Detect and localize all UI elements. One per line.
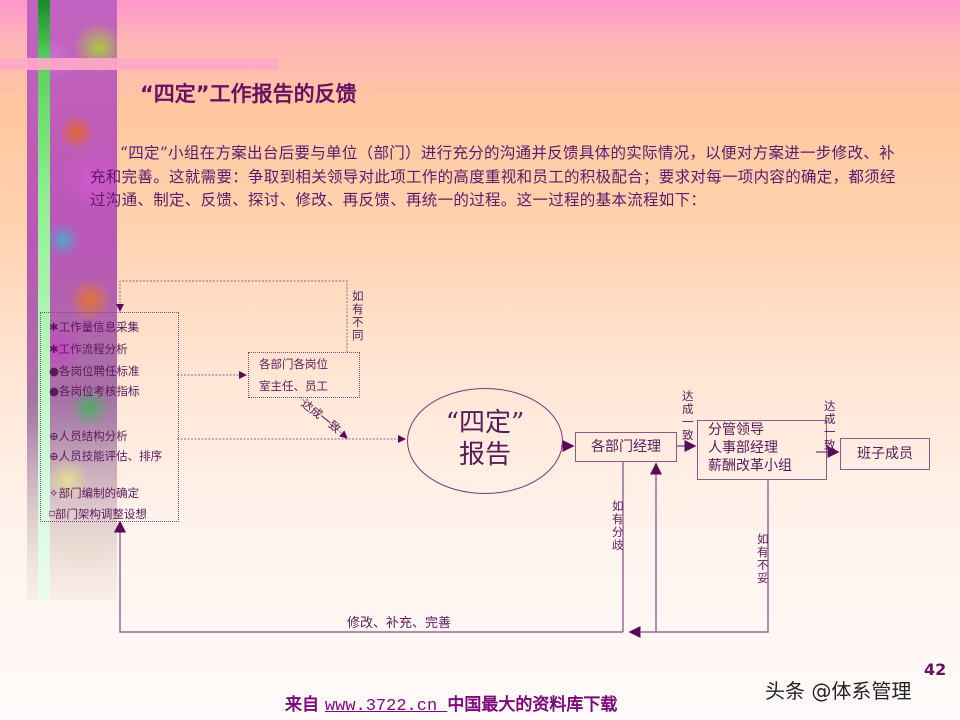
label-agree-1: 达成一致 xyxy=(682,389,694,442)
board-members-box: 班子成员 xyxy=(840,438,930,470)
decorative-green-bar xyxy=(38,0,50,600)
watermark: 头条 @体系管理 xyxy=(765,679,912,703)
leader-line3: 薪酬改革小组 xyxy=(708,458,792,474)
label-if-improper: 如有不妥 xyxy=(757,532,769,585)
page-number: 42 xyxy=(924,660,947,679)
ellipse-line2: 报告 xyxy=(458,440,511,470)
label-revise: 修改、补充、完善 xyxy=(347,616,452,631)
dept-staff-box: 各部门各岗位 室主任、员工 xyxy=(248,352,360,398)
footer-link[interactable]: www.3722.cn xyxy=(324,697,448,716)
list-item: ✧部门编制的确定 xyxy=(49,486,140,500)
slide-title: “四定”工作报告的反馈 xyxy=(140,82,357,106)
footer-prefix: 来自 xyxy=(285,695,325,715)
leader-line2: 人事部经理 xyxy=(708,440,778,456)
list-item: ⊕人员结构分析 xyxy=(49,429,128,443)
label-agree-2: 达成一致 xyxy=(824,399,836,452)
input-factors-box: ✱工作量信息采集 ✱工作流程分析 ●各岗位聘任标准 ●各岗位考核指标 ⊕人员结构… xyxy=(40,312,179,522)
decorative-pink-band xyxy=(0,58,278,70)
intro-paragraph: “四定”小组在方案出台后要与单位（部门）进行充分的沟通并反馈具体的实际情况，以便… xyxy=(90,144,896,209)
label-if-different: 如有不同 xyxy=(352,289,364,342)
label-if-divergent: 如有分歧 xyxy=(612,499,624,552)
leader-line1: 分管领导 xyxy=(708,422,764,438)
footer-suffix: 中国最大的资料库下载 xyxy=(447,695,618,715)
list-item: ●各岗位聘任标准 xyxy=(49,364,140,378)
list-item: ✱工作量信息采集 xyxy=(49,320,140,334)
leadership-box: 分管领导 人事部经理 薪酬改革小组 xyxy=(697,420,827,480)
list-item: ✱工作流程分析 xyxy=(49,342,128,356)
dept-manager-box: 各部门经理 xyxy=(575,432,677,462)
list-item: ●各岗位考核指标 xyxy=(49,384,140,398)
list-item: ⌑部门架构调整设想 xyxy=(49,507,147,521)
four-fixed-report-ellipse: “四定” 报告 xyxy=(407,388,563,494)
ellipse-line1: “四定” xyxy=(445,408,525,438)
dept-box-line2: 室主任、员工 xyxy=(259,379,328,393)
dept-box-line1: 各部门各岗位 xyxy=(259,357,328,371)
footer-source: 来自 www.3722.cn 中国最大的资料库下载 xyxy=(285,690,617,716)
list-item: ⊕人员技能评估、排序 xyxy=(49,449,163,463)
